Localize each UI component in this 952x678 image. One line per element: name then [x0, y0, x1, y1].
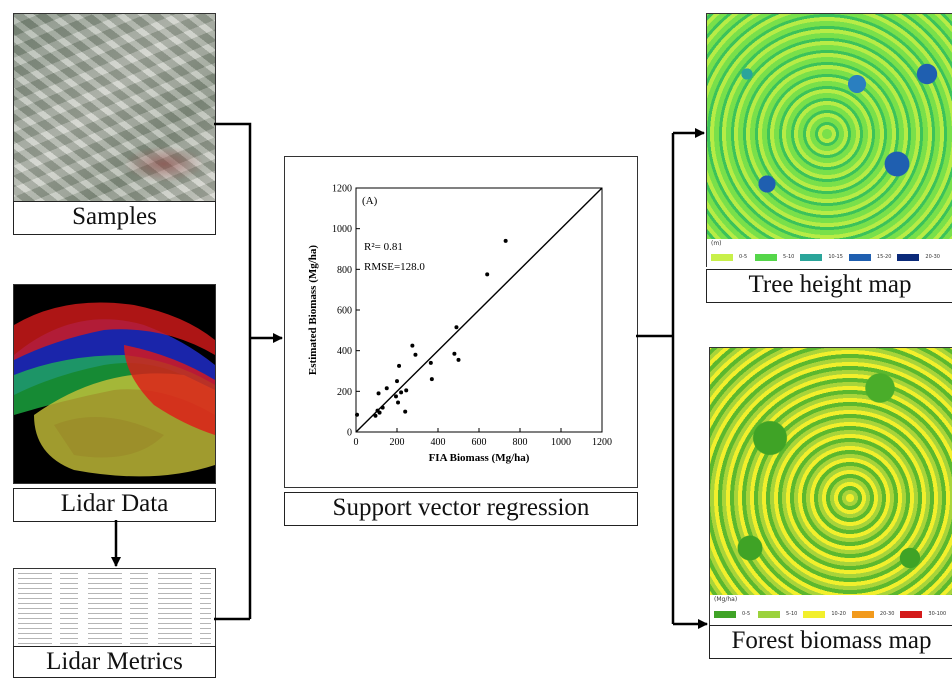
tree-height-legend: (m) 0-5 5-10 10-15 15-20 20-30 [706, 239, 952, 267]
data-point [395, 379, 399, 384]
forest-biomass-caption: Forest biomass map [709, 625, 952, 659]
y-tick-label: 0 [347, 428, 352, 439]
data-point [428, 360, 433, 365]
y-tick-label: 400 [337, 346, 352, 357]
y-axis-label: Estimated Biomass (Mg/ha) [307, 245, 319, 376]
tree-height-legend-swatch [848, 253, 871, 261]
biomass-legend-swatch [803, 610, 826, 618]
one-to-one-line [355, 187, 603, 433]
data-point [377, 410, 382, 415]
y-tick-label: 200 [337, 387, 352, 398]
x-tick-label: 0 [354, 437, 359, 448]
x-tick-label: 1000 [551, 437, 571, 448]
r-squared-annotation: R²= 0.81 [364, 241, 403, 253]
tree-height-legend-label: 10-15 [828, 254, 843, 260]
lidar-data-caption: Lidar Data [13, 488, 216, 522]
x-tick-label: 400 [431, 437, 446, 448]
data-point [397, 363, 402, 368]
x-tick-label: 800 [513, 437, 528, 448]
biomass-legend-label: 5-10 [786, 611, 798, 617]
tree-height-legend-unit: (m) [711, 240, 722, 247]
svr-caption: Support vector regression [284, 492, 638, 526]
y-tick-label: 1200 [332, 184, 352, 195]
data-point [485, 272, 490, 277]
y-tick-label: 800 [337, 265, 352, 276]
forest-biomass-map-image [709, 347, 952, 597]
biomass-legend-unit: (Mg/ha) [714, 596, 738, 603]
biomass-legend-swatch [714, 610, 736, 618]
data-point [403, 409, 408, 414]
panel-label: (A) [362, 195, 378, 207]
data-point [355, 412, 360, 417]
data-point [404, 388, 409, 393]
samples-caption: Samples [13, 201, 216, 235]
tree-height-legend-swatch [711, 253, 733, 261]
biomass-legend-swatch [851, 610, 874, 618]
svr-scatter-plot: 0 200 400 600 800 1000 1200 0 200 400 600 800 1000 12… [307, 184, 612, 465]
tree-height-legend-label: 15-20 [876, 254, 892, 260]
tree-height-legend-label: 5-10 [783, 254, 795, 260]
data-point [452, 351, 457, 356]
rmse-annotation: RMSE=128.0 [364, 261, 425, 273]
tree-height-legend-swatch [897, 253, 920, 261]
data-point [380, 405, 385, 410]
y-tick-label: 600 [337, 306, 352, 317]
lidar-metrics-table-image [13, 568, 216, 650]
y-tick-label: 1000 [332, 224, 352, 235]
biomass-legend-swatch [758, 610, 780, 618]
data-point [456, 357, 461, 362]
data-point [393, 394, 398, 399]
tree-height-legend-swatch [755, 253, 777, 261]
x-tick-label: 600 [472, 437, 487, 448]
data-point [396, 400, 401, 405]
data-point [413, 352, 418, 357]
biomass-legend-label: 0-5 [742, 611, 751, 617]
data-point [373, 413, 378, 418]
data-point [454, 325, 459, 330]
tree-height-caption: Tree height map [706, 269, 952, 303]
biomass-legend-swatch [900, 610, 923, 618]
data-point [376, 391, 381, 396]
biomass-legend-label: 20-30 [879, 611, 895, 617]
data-point [384, 386, 389, 391]
biomass-legend-label: 30-100 [928, 611, 947, 617]
x-tick-label: 1200 [592, 437, 612, 448]
data-point [410, 343, 415, 348]
data-point [429, 377, 434, 382]
biomass-legend: (Mg/ha) 0-5 5-10 10-20 20-30 30-100 [709, 595, 952, 625]
tree-height-legend-swatch [800, 253, 823, 261]
x-tick-label: 200 [390, 437, 405, 448]
x-axis-label: FIA Biomass (Mg/ha) [429, 452, 530, 464]
lidar-point-cloud-image [13, 284, 216, 484]
samples-satellite-image [13, 13, 216, 203]
data-point [503, 238, 508, 243]
tree-height-legend-label: 20-30 [925, 254, 940, 260]
tree-height-map-image [706, 13, 952, 248]
data-point [399, 390, 404, 395]
tree-height-legend-label: 0-5 [739, 254, 748, 260]
biomass-legend-label: 10-20 [831, 611, 846, 617]
samples-connector [214, 122, 252, 619]
